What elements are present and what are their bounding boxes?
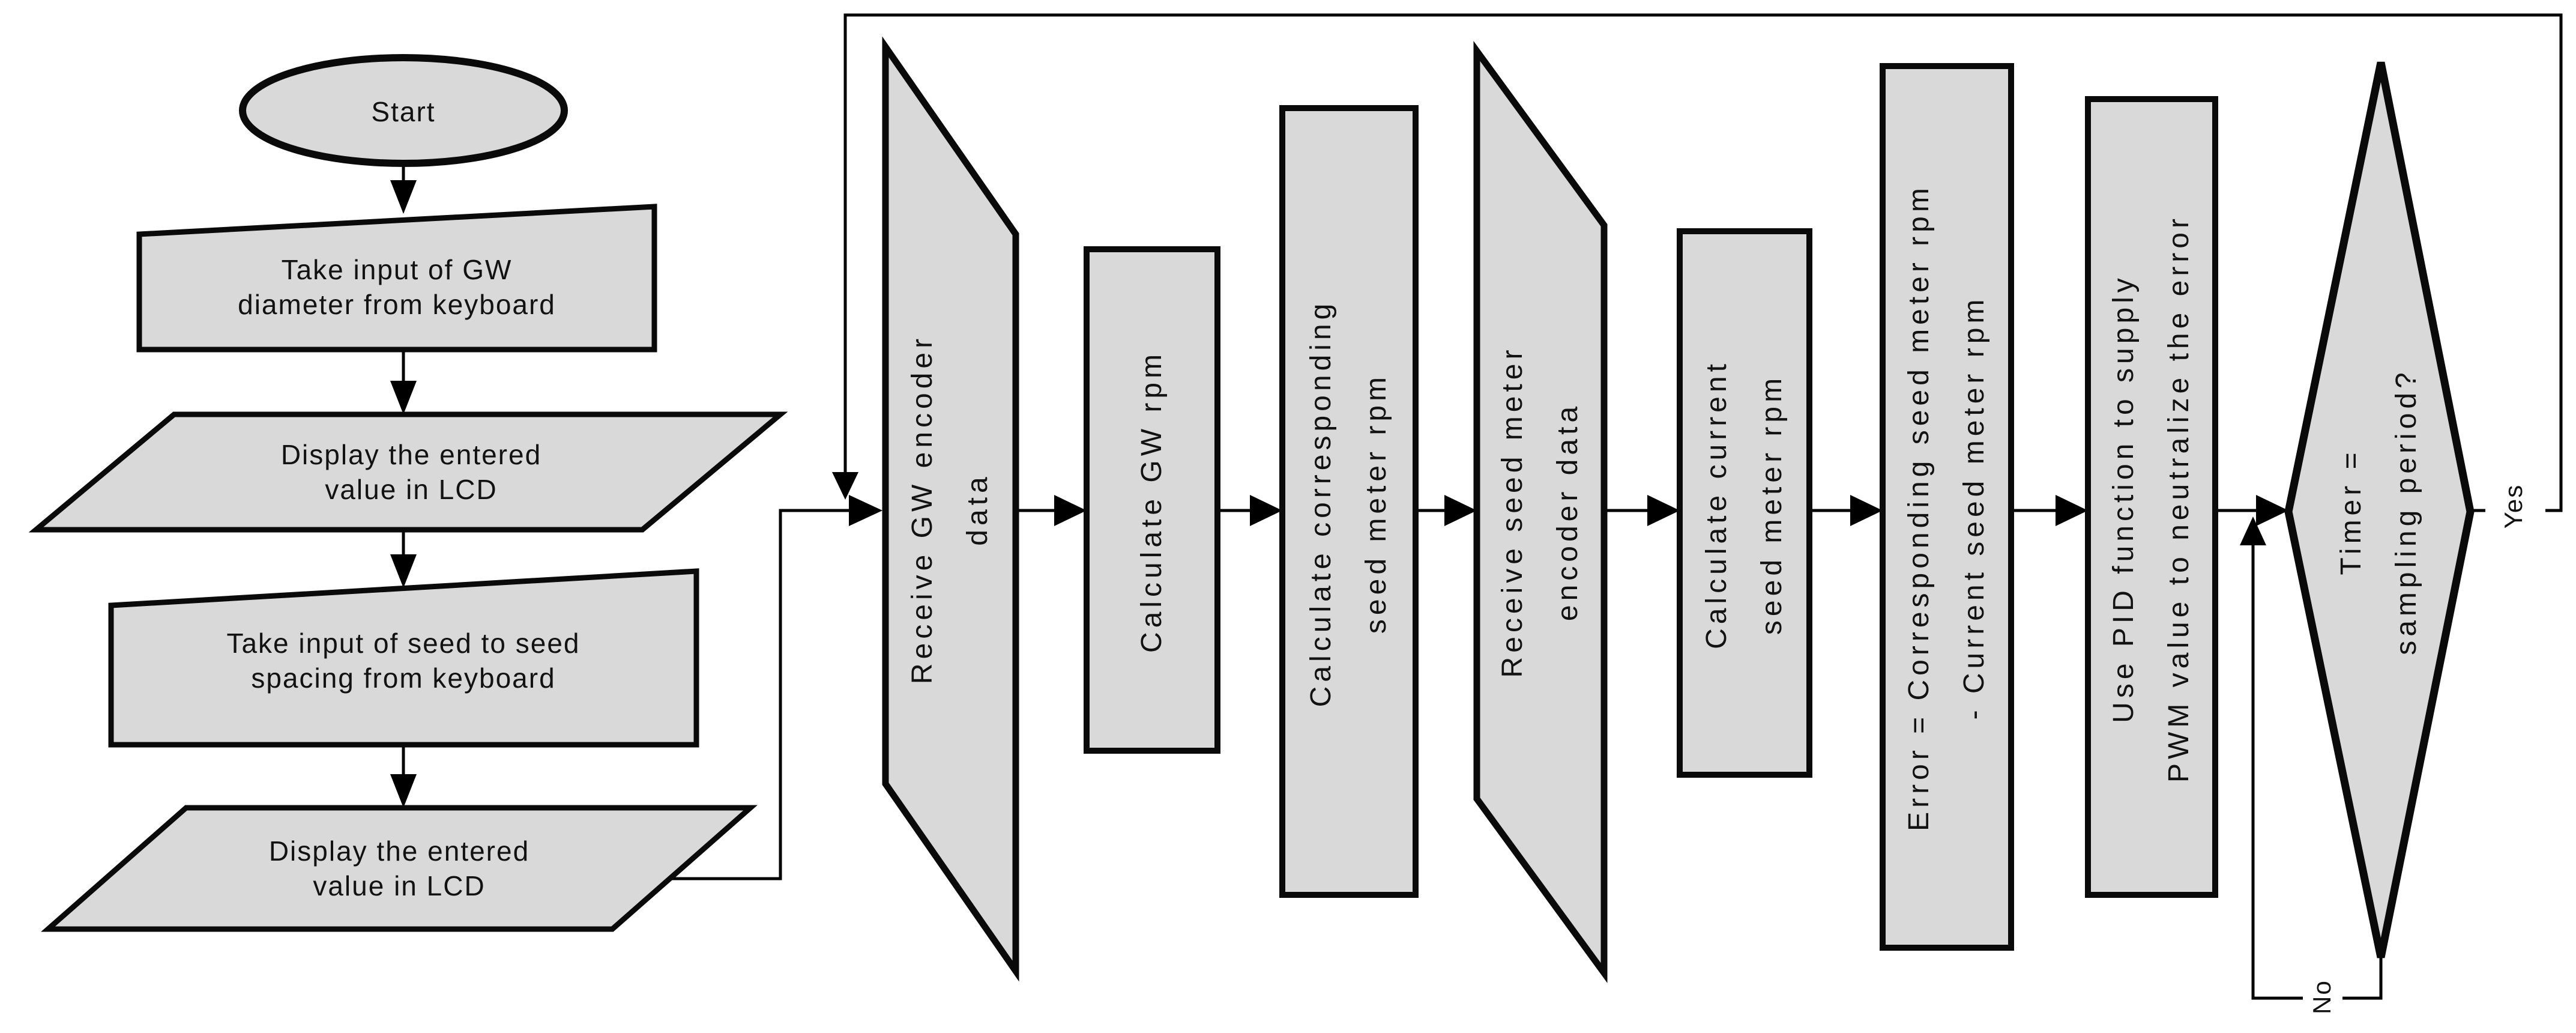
arrowhead-right-icon xyxy=(1850,495,1883,526)
display-gw-label: Display the entered value in LCD xyxy=(280,439,542,505)
timer-decision-label: Timer = sampling period? xyxy=(2335,368,2422,655)
edge-no-loop-right xyxy=(2342,957,2383,1000)
calc-current-label: Calculate current seed meter rpm xyxy=(1701,360,1788,649)
arrowhead-right-icon xyxy=(2056,495,2088,526)
calc-corresponding-shape xyxy=(1279,105,1419,898)
arrowheads xyxy=(390,180,2288,808)
pid-label: Use PID function to supply PWM value to … xyxy=(2108,214,2195,783)
pid-shape xyxy=(2085,96,2218,898)
edge-no-loop-left xyxy=(2251,545,2303,1000)
arrowhead-down-icon xyxy=(390,180,417,214)
display-spacing-shape xyxy=(41,805,758,932)
display-gw-shape xyxy=(28,411,788,533)
timer-decision-shape xyxy=(2284,61,2475,959)
start-terminator-shape xyxy=(239,54,568,167)
receive-seed-data-label: Receive seed meter encoder data xyxy=(1497,345,1584,678)
arrowhead-right-icon xyxy=(1444,495,1477,526)
manual-input-gw-label: Take input of GW diameter from keyboard xyxy=(238,254,556,320)
calc-gw-rpm-label: Calculate GW rpm xyxy=(1136,350,1168,653)
start-label: Start xyxy=(371,96,436,127)
manual-input-spacing-label: Take input of seed to seed spacing from … xyxy=(226,628,581,694)
receive-seed-data-shape xyxy=(1473,41,1608,983)
calc-current-shape xyxy=(1677,228,1812,778)
receive-gw-data-label: Receive GW encoder data xyxy=(906,334,994,685)
arrowhead-up-icon xyxy=(2240,516,2266,545)
arrowhead-down-icon xyxy=(390,554,417,588)
nodes xyxy=(28,36,2475,983)
no-edge-label: No xyxy=(2308,980,2336,1014)
calc-gw-rpm-shape xyxy=(1084,246,1220,754)
edge-yes-feedback-line xyxy=(843,13,2563,512)
manual-input-gw-shape xyxy=(136,204,657,353)
yes-edge-label: Yes xyxy=(2499,483,2527,529)
receive-gw-data-shape xyxy=(882,36,1019,982)
arrowhead-right-icon xyxy=(1647,495,1680,526)
arrowhead-down-icon xyxy=(832,472,858,500)
connectors xyxy=(402,13,2563,1000)
calc-corresponding-label: Calculate corresponding seed meter rpm xyxy=(1305,299,1392,707)
error-label: Error = Corresponding seed meter rpm - C… xyxy=(1903,184,1990,831)
edge-displayspacing-receivegw xyxy=(670,509,849,880)
arrowhead-down-icon xyxy=(390,774,417,808)
arrowhead-down-icon xyxy=(390,381,417,414)
arrowhead-right-icon xyxy=(1250,495,1282,526)
manual-input-spacing-shape xyxy=(108,568,699,748)
arrowhead-right-icon xyxy=(849,495,882,526)
display-spacing-label: Display the entered value in LCD xyxy=(268,835,530,901)
arrowhead-right-icon xyxy=(2256,495,2288,526)
error-shape xyxy=(1880,63,2014,951)
arrowhead-right-icon xyxy=(1054,495,1087,526)
